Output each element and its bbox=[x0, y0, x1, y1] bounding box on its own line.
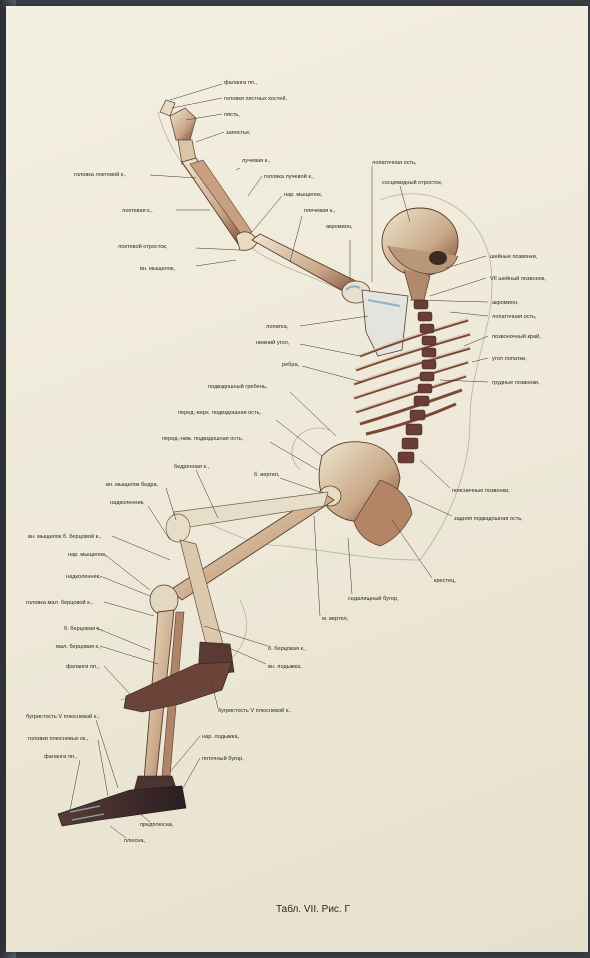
label-scapula: лопатка, bbox=[266, 324, 289, 330]
label-cervical-vert: шейные позвонки, bbox=[490, 253, 538, 260]
label-lesser-trochanter: м. вертел, bbox=[322, 616, 349, 622]
label-greater-trochanter: б. вертел, bbox=[254, 472, 280, 478]
label-lat-malleolus: нар. лодыжка, bbox=[202, 734, 239, 740]
label-head-ulna: головка локтевой к., bbox=[74, 171, 127, 178]
label-phalanges-foot-left: фаланги пп., bbox=[66, 664, 100, 670]
plate-caption: Табл. VII. Рис. Г bbox=[276, 903, 350, 915]
leader-lines bbox=[70, 84, 488, 838]
label-asis: перед.-верх. подвздошная ость, bbox=[178, 410, 262, 416]
label-tuberosity-v-right: бугристость V плюсневой к., bbox=[218, 707, 292, 714]
label-tarsus: предплюсна, bbox=[140, 822, 174, 828]
leg-near bbox=[58, 492, 334, 826]
label-fibula: мал. берцовая к., bbox=[56, 644, 102, 650]
label-heads-metacarpals: головки пястных костей, bbox=[224, 95, 287, 102]
label-lumbar-vert: поясничные позвонки, bbox=[452, 488, 510, 494]
label-med-condyle-femur: вн. мыщелок бедра, bbox=[106, 482, 159, 488]
label-head-fibula: головка мал. берцовой к., bbox=[26, 599, 93, 606]
label-phalanges-hand: фаланги пп., bbox=[224, 80, 258, 86]
label-scapula-angle: угол лопатки, bbox=[492, 356, 527, 362]
label-iliac-crest: подвздошный гребень, bbox=[208, 383, 268, 390]
label-femur: бедренная к., bbox=[174, 464, 209, 470]
label-scapular-spine-right: лопаточная ость, bbox=[492, 314, 537, 320]
label-lat-epicondyle: нар. мыщелок, bbox=[284, 192, 323, 198]
label-scapular-spine: лопаточная ость, bbox=[372, 160, 417, 166]
label-metacarpus: пясть, bbox=[224, 112, 240, 118]
label-mastoid: сосцевидный отросток, bbox=[382, 179, 443, 186]
label-heel-tuber: пяточный бугор, bbox=[202, 755, 244, 762]
label-tibia-right: б. берцовая к., bbox=[268, 646, 307, 652]
label-acromion-right: акромион, bbox=[492, 300, 519, 306]
label-radius: лучевая к., bbox=[242, 158, 271, 164]
skull bbox=[382, 208, 458, 300]
label-patella-top: надколенник, bbox=[110, 500, 145, 506]
label-c7: VII шейный позвонок, bbox=[490, 275, 546, 282]
label-inferior-angle: нижний угол, bbox=[256, 339, 290, 346]
label-thoracic-vert: грудные позвонки, bbox=[492, 380, 540, 386]
label-acromion-top: акромион, bbox=[326, 224, 353, 230]
label-tuberosity-v-left: бугристость V плюсневой к., bbox=[26, 713, 100, 720]
label-phalanges-toes: фаланги пп., bbox=[44, 754, 78, 760]
label-heads-metatarsals: головки плюсневых кк., bbox=[28, 736, 89, 742]
label-patella: надколенник, bbox=[66, 574, 101, 580]
arm-bones bbox=[160, 100, 370, 303]
label-olecranon: локтевой отросток, bbox=[118, 243, 168, 250]
label-metatarsus: плюсна, bbox=[124, 838, 145, 844]
label-ribs: ребра, bbox=[282, 362, 300, 368]
label-med-epicondyle: вн. мыщелок, bbox=[140, 266, 175, 272]
label-aiis: перед.-ниж. подвздошная ость, bbox=[162, 436, 244, 442]
label-med-malleolus: вн. лодыжка, bbox=[268, 664, 302, 670]
label-humerus: плечевая к., bbox=[304, 208, 336, 214]
label-psis: задняя подвздошная ость, bbox=[454, 516, 523, 522]
label-lat-condyle: нар. мыщелок, bbox=[68, 552, 107, 558]
label-med-condyle-tibia: вн. мыщелок б. берцовой к., bbox=[28, 533, 102, 540]
label-ulna: локтевая к., bbox=[122, 208, 153, 214]
label-sacrum: крестец, bbox=[434, 578, 456, 584]
anatomy-labels: фаланги пп., головки пястных костей, пяс… bbox=[26, 80, 546, 844]
label-vertebral-border: позвоночный край, bbox=[492, 333, 541, 340]
label-tibia: б. берцовая к., bbox=[64, 626, 103, 632]
label-wrist: запястье, bbox=[226, 130, 251, 136]
label-head-radius: головка лучевой к., bbox=[264, 173, 314, 180]
label-ischial-tub: седалищный бугор, bbox=[348, 595, 399, 602]
